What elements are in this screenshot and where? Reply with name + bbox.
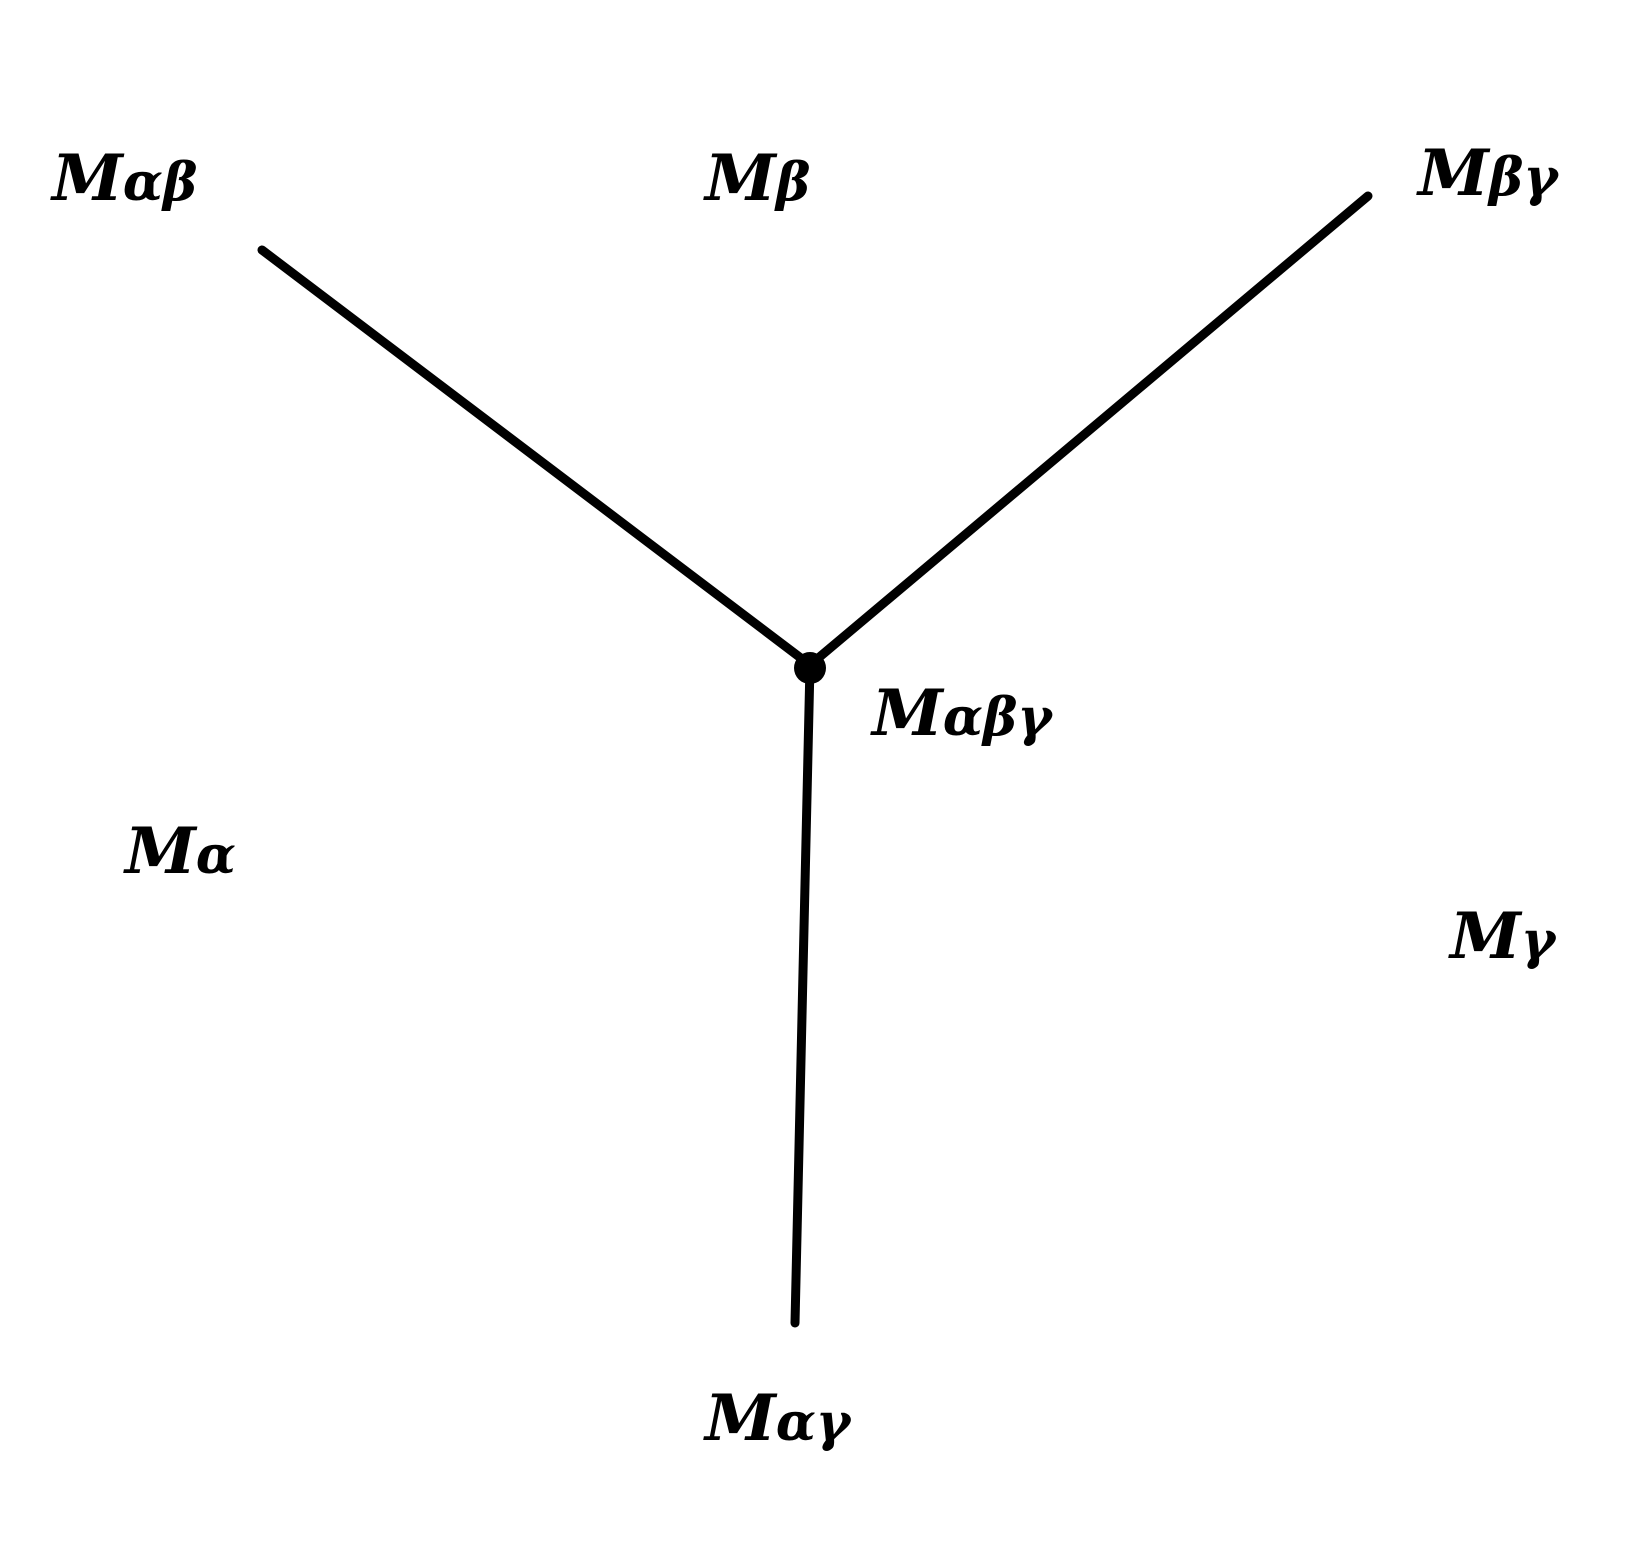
edge-to-alpha-beta (257, 245, 815, 670)
label-alpha-beta-gamma: Mαβγ (870, 676, 1054, 751)
label-gamma: Mγ (1448, 899, 1558, 974)
label-alpha: Mα (123, 814, 236, 889)
label-beta: Mβ (703, 141, 810, 216)
edge-to-alpha-gamma (790, 660, 815, 1328)
label-beta-gamma: Mβγ (1416, 136, 1560, 211)
edge-to-beta-gamma (805, 191, 1373, 670)
label-alpha-gamma: Mαγ (703, 1381, 853, 1456)
label-alpha-beta: Mαβ (50, 141, 197, 216)
triple-point (794, 652, 826, 684)
